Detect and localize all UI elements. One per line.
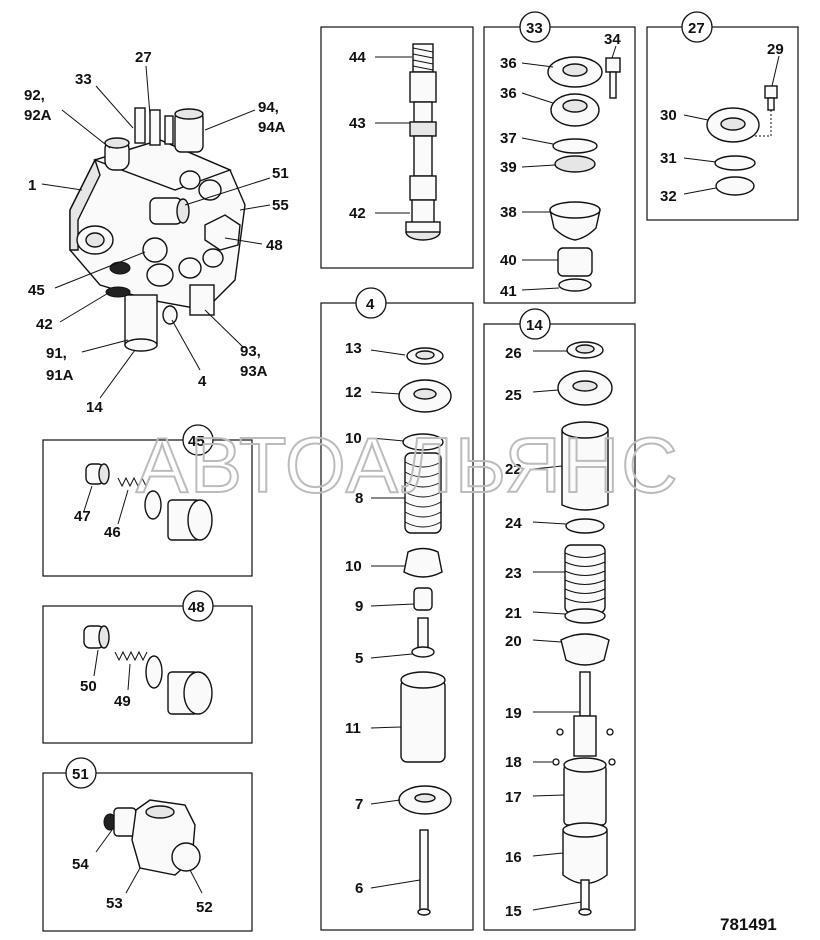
callout-1: 1	[28, 177, 36, 194]
group-45-header: 45	[188, 433, 205, 450]
label-37: 37	[500, 130, 517, 147]
label-17: 17	[505, 789, 522, 806]
label-26: 26	[505, 345, 522, 362]
label-29: 29	[767, 41, 784, 58]
label-32: 32	[660, 188, 677, 205]
label-10a: 10	[345, 430, 362, 447]
callout-91a: 91A	[46, 367, 74, 384]
label-25: 25	[505, 387, 522, 404]
label-7: 7	[355, 796, 363, 813]
callout-42: 42	[36, 316, 53, 333]
label-13: 13	[345, 340, 362, 357]
callout-51: 51	[272, 165, 289, 182]
panel-group-14: 14 26 25 22	[483, 308, 636, 931]
callout-14: 14	[86, 399, 103, 416]
label-23: 23	[505, 565, 522, 582]
group-27-header: 27	[688, 20, 705, 37]
group-14-header: 14	[526, 317, 543, 334]
label-21: 21	[505, 605, 522, 622]
label-11: 11	[345, 720, 361, 737]
label-43: 43	[349, 115, 366, 132]
label-8: 8	[355, 490, 363, 507]
group-4-header: 4	[366, 296, 375, 313]
label-49: 49	[114, 693, 131, 710]
label-36a: 36	[500, 55, 517, 72]
label-44: 44	[349, 49, 366, 66]
label-36b: 36	[500, 85, 517, 102]
label-20: 20	[505, 633, 522, 650]
panel-group-33: 33 36 36 34 37 39 38 40 41	[483, 11, 636, 304]
label-47: 47	[74, 508, 91, 525]
label-9: 9	[355, 598, 363, 615]
callout-91: 91,	[46, 345, 67, 362]
label-31: 31	[660, 150, 677, 167]
label-6: 6	[355, 880, 363, 897]
callout-27: 27	[135, 49, 152, 66]
label-54: 54	[72, 856, 89, 873]
group-51-header: 51	[72, 766, 89, 783]
callout-94a: 94A	[258, 119, 286, 136]
callout-48: 48	[266, 237, 283, 254]
valve-block-illustration	[69, 107, 246, 352]
label-46: 46	[104, 524, 121, 541]
panel-group-51: 51 54 53 52	[42, 757, 253, 932]
label-19: 19	[505, 705, 522, 722]
callout-92a: 92A	[24, 107, 52, 124]
callout-45: 45	[28, 282, 45, 299]
callout-92: 92,	[24, 87, 45, 104]
label-5: 5	[355, 650, 363, 667]
label-24: 24	[505, 515, 522, 532]
label-41: 41	[500, 283, 517, 300]
panel-group-4: 4 13 12 10 8 10 9 5 11 7	[320, 287, 474, 931]
label-52: 52	[196, 899, 213, 916]
callout-93: 93,	[240, 343, 261, 360]
label-16: 16	[505, 849, 522, 866]
label-50: 50	[80, 678, 97, 695]
label-38: 38	[500, 204, 517, 221]
callout-93a: 93A	[240, 363, 268, 380]
label-40: 40	[500, 252, 517, 269]
panel-spool-42-44: 44 43 42	[320, 26, 474, 269]
callout-55: 55	[272, 197, 289, 214]
label-15: 15	[505, 903, 522, 920]
label-22: 22	[505, 461, 522, 478]
label-10b: 10	[345, 558, 362, 575]
watermark: АВТОАЛЬЯНС	[136, 421, 680, 509]
label-53: 53	[106, 895, 123, 912]
callout-33: 33	[75, 71, 92, 88]
drawing-number: 781491	[720, 915, 777, 934]
label-42: 42	[349, 205, 366, 222]
main-callouts: 1 27 33 92, 92A 94, 94A 51 55 48 45 42 9…	[24, 49, 289, 416]
panel-group-45: 45 47 46	[42, 424, 253, 577]
callout-94: 94,	[258, 99, 279, 116]
label-34: 34	[604, 31, 621, 48]
panel-group-48: 48 50 49	[42, 590, 253, 744]
panel-group-27: 27 29 30 31 32	[646, 11, 799, 221]
group-33-header: 33	[526, 20, 543, 37]
group-48-header: 48	[188, 599, 205, 616]
label-12: 12	[345, 384, 362, 401]
label-18: 18	[505, 754, 522, 771]
label-39: 39	[500, 159, 517, 176]
callout-4: 4	[198, 373, 207, 390]
label-30: 30	[660, 107, 677, 124]
